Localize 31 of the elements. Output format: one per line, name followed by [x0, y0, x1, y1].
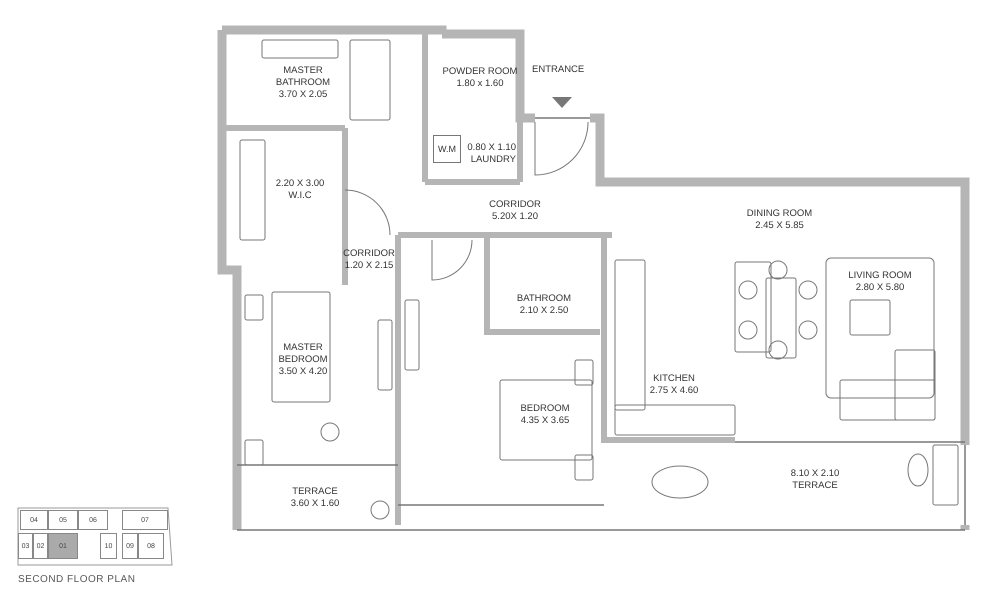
plan-caption: SECOND FLOOR PLAN	[18, 574, 136, 585]
room-label: 1.20 X 2.15	[344, 260, 394, 272]
room-label: DINING ROOM	[746, 208, 812, 220]
room-label: 3.70 X 2.05	[278, 88, 328, 100]
room-label: 2.20 X 3.00	[276, 178, 324, 190]
room-label: BATHROOM	[516, 293, 572, 305]
room-label: MASTER BATHROOM	[274, 64, 332, 88]
washing-machine-box: W.M	[433, 135, 461, 163]
room-label: KITCHEN	[653, 373, 695, 385]
room-label: MASTER BEDROOM	[277, 342, 329, 366]
room-label: 3.50 X 4.20	[278, 366, 328, 378]
room-label: 0.80 X 1.10	[467, 142, 516, 154]
room-label: LIVING ROOM	[848, 270, 912, 282]
room-label: CORRIDOR	[343, 248, 395, 260]
room-label: 4.35 X 3.65	[520, 415, 570, 427]
room-label: 2.10 X 2.50	[520, 305, 568, 317]
room-label: 5.20X 1.20	[492, 211, 538, 223]
room-label: POWDER ROOM	[442, 66, 518, 78]
room-label: 8.10 X 2.10	[790, 468, 840, 480]
room-label: 1.80 x 1.60	[456, 78, 504, 90]
room-label: 2.45 X 5.85	[755, 220, 804, 232]
room-label: CORRIDOR	[489, 199, 541, 211]
room-label: W.I.C	[288, 190, 312, 202]
room-label: TERRACE	[292, 486, 338, 498]
entrance-label: ENTRANCE	[532, 64, 584, 76]
room-label: LAUNDRY	[470, 154, 516, 166]
room-label: 3.60 X 1.60	[290, 498, 340, 510]
room-label: 2.80 X 5.80	[856, 282, 904, 294]
room-label: 2.75 X 4.60	[650, 385, 698, 397]
room-label: TERRACE	[792, 480, 838, 492]
room-label: BEDROOM	[520, 403, 570, 415]
